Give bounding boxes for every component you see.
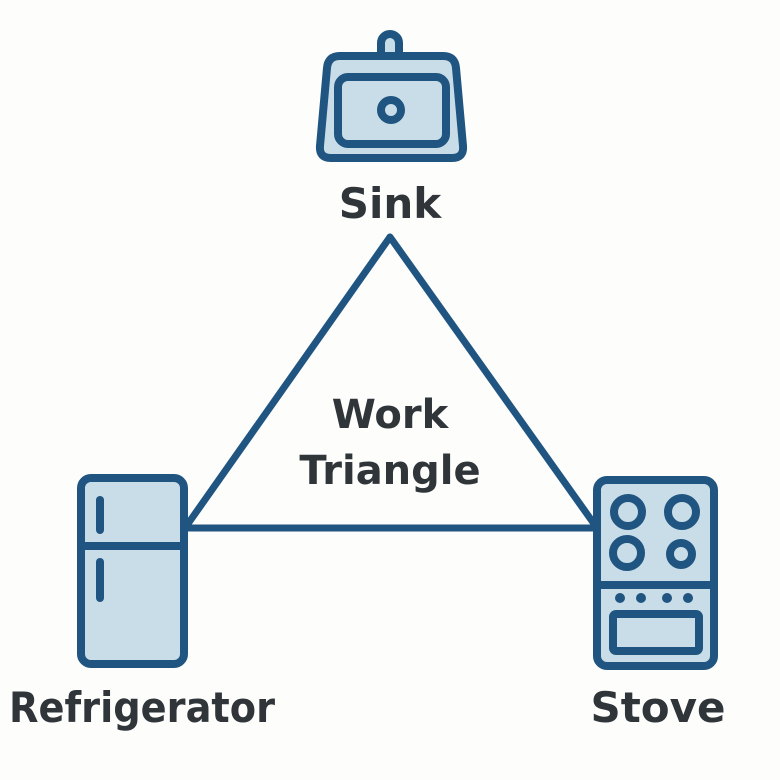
refrigerator-label: Refrigerator	[9, 683, 275, 732]
stove-label: Stove	[590, 683, 725, 732]
sink-icon	[315, 30, 468, 162]
stove-icon	[593, 476, 718, 670]
center-label-line1: Work	[332, 392, 450, 438]
center-label-line2: Triangle	[299, 448, 480, 494]
refrigerator-icon	[77, 474, 188, 668]
sink-label: Sink	[339, 179, 443, 228]
work-triangle	[181, 233, 601, 532]
